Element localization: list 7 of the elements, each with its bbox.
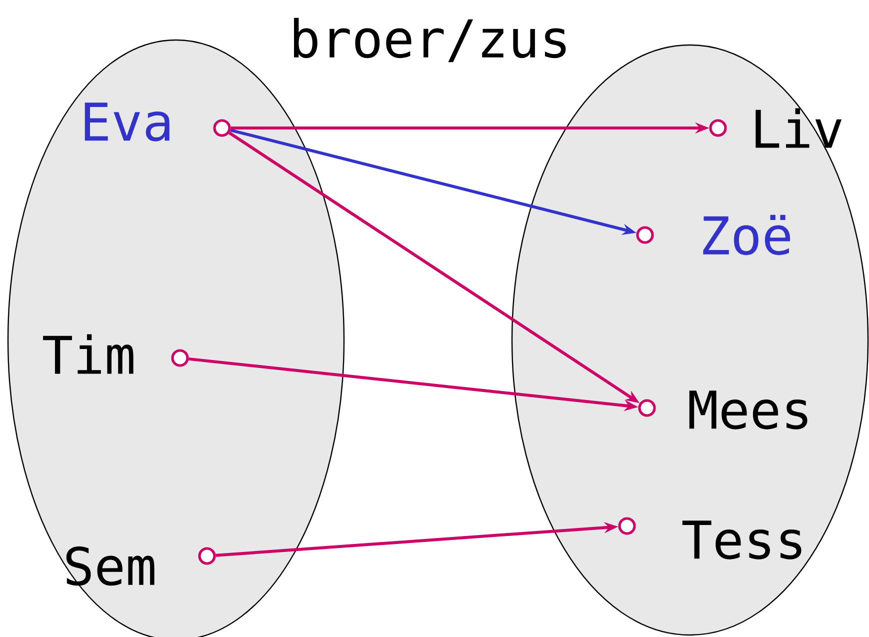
element-name: Tess <box>682 520 802 560</box>
element-name: Sem <box>66 546 154 586</box>
title: broer/zus <box>294 18 566 62</box>
element-name: Mees <box>689 390 808 430</box>
element-name: Zoë <box>703 214 790 256</box>
element-name: Tim <box>43 334 134 374</box>
element-name: Eva <box>84 102 170 142</box>
